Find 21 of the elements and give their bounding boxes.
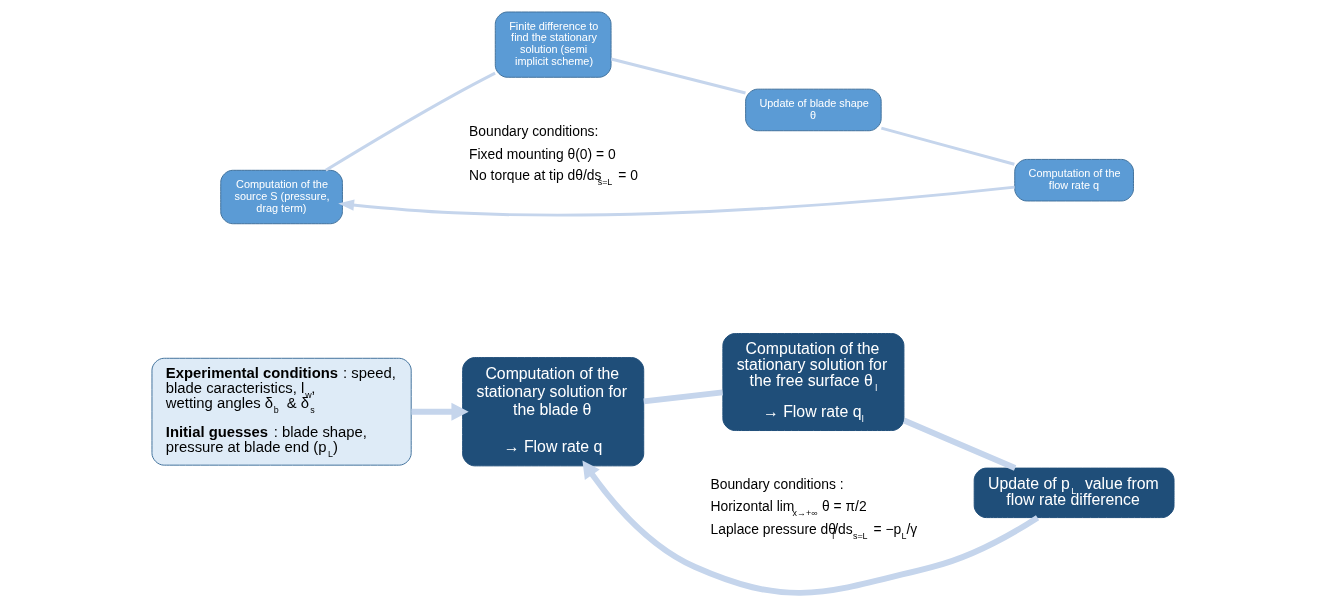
arrow (581, 460, 1039, 596)
connector (902, 417, 1016, 471)
arrow (337, 185, 1015, 217)
connector (324, 71, 496, 172)
node-box: Computation of the stationary solution for the blade θ → Flow rate q (461, 357, 644, 467)
node-box: Finite difference to find the stationary solution (semi implicit scheme) (494, 11, 612, 78)
connector (610, 57, 746, 95)
connector (880, 126, 1015, 166)
node-box: Update of p$_{L}$ value from flow rate difference (973, 467, 1175, 519)
node-box: Computation of the source S (pressure, drag term) (219, 169, 343, 225)
connector (642, 389, 723, 405)
node-label: Boundary conditions: (468, 122, 598, 139)
node-label: Fixed mounting θ(0) = 0 (468, 145, 616, 162)
arrow (410, 402, 469, 421)
node-label: No torque at tip dθ/ds$_{s=L}$ = 0 (468, 167, 638, 188)
node-box: Update of blade shape θ (744, 88, 882, 132)
node-label: Boundary conditions : (709, 476, 844, 493)
node-label: Horizontal lim$_{x→+∞}$ θ = π/2 (709, 497, 867, 518)
node-label: Laplace pressure dθ$_{l}$/ds$_{s=L}$ = −p$_{L}$/γ (709, 520, 917, 541)
node-box: Computation of the flow rate q (1013, 158, 1134, 202)
node-box: Computation of the stationary solution for the free surface θ$_{l}$ → Flow rate q$_{l}$ (721, 333, 904, 431)
